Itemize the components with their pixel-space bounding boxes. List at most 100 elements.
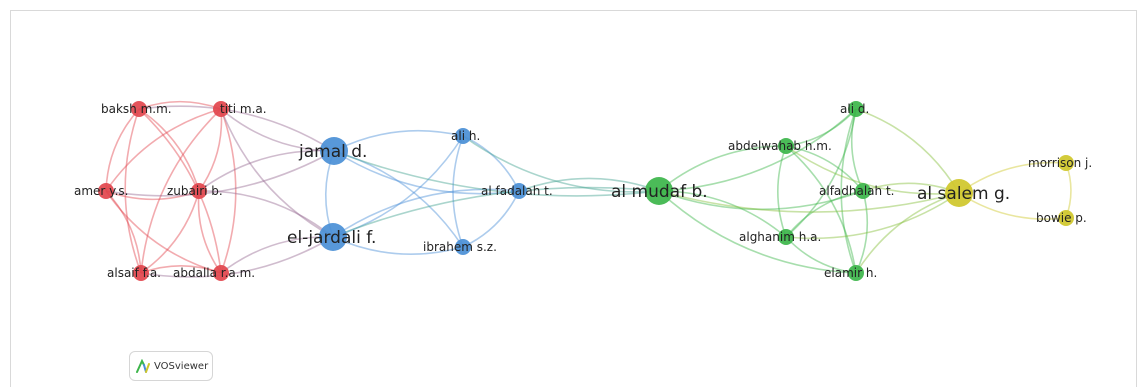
node-amer[interactable]	[98, 183, 114, 199]
link-alid-alghanim	[785, 108, 857, 238]
node-label-abdelwahab[interactable]: abdelwahab h.m.	[728, 139, 832, 153]
node-label-alid[interactable]: ali d.	[840, 102, 869, 116]
link-almudaf-elamir	[658, 190, 857, 274]
link-alsalem-almudaf	[658, 190, 960, 213]
link-jamal-ibrahem	[333, 150, 464, 248]
node-alsalem[interactable]	[945, 179, 973, 207]
link-amer-abdalla	[105, 190, 222, 274]
link-amer-alsaif	[105, 190, 142, 274]
coauthorship-network[interactable]: baksh m.m. titi m.a. amer y.s. zubairi b. al…	[11, 11, 1138, 388]
link-alfadalah-ibrahem	[462, 190, 520, 248]
node-label-alsaif[interactable]: alsaif f.a.	[107, 266, 161, 280]
node-titi[interactable]	[213, 101, 229, 117]
node-label-jamal[interactable]: jamal d.	[298, 142, 367, 162]
node-alih[interactable]	[455, 128, 471, 144]
node-alid[interactable]	[848, 101, 864, 117]
link-abdelwahab-alfadhalah	[785, 145, 864, 192]
link-alghanim-elamir	[785, 236, 857, 274]
node-ibrahem[interactable]	[455, 239, 471, 255]
link-jamal-amer	[105, 150, 335, 197]
link-alfadalah-almudaf	[518, 177, 660, 192]
node-label-alfadalah[interactable]: al fadalah t.	[481, 184, 553, 198]
link-amer-zubairi	[105, 190, 200, 201]
link-alsaif-abdalla	[140, 265, 222, 274]
node-alfadalah[interactable]	[511, 183, 527, 199]
link-jamal-zubairi	[198, 149, 335, 192]
link-morrison-bowie	[1065, 162, 1072, 219]
link-alfadhalah-elamir	[855, 190, 869, 274]
vosviewer-logo-icon	[136, 359, 150, 373]
link-eljardali-alfadalah	[332, 188, 520, 238]
link-alfadhalah-alghanim	[785, 190, 864, 238]
network-links	[105, 100, 1072, 278]
node-label-baksh[interactable]: baksh m.m.	[101, 102, 172, 116]
link-alid-elamir	[840, 108, 857, 274]
link-baksh-amer	[105, 108, 140, 192]
link-titi-zubairi	[198, 108, 223, 192]
link-alsalem-alid	[855, 108, 960, 194]
node-label-alsalem[interactable]: al salem g.	[917, 184, 1010, 204]
link-baksh-titi	[138, 100, 222, 110]
node-label-amer[interactable]: amer y.s.	[74, 184, 128, 198]
node-label-abdalla[interactable]: abdalla r.a.m.	[173, 266, 255, 280]
node-zubairi[interactable]	[191, 183, 207, 199]
link-eljardali-almudaf	[332, 186, 660, 238]
link-jamal-almudaf	[333, 150, 660, 197]
link-baksh-abdalla	[138, 108, 222, 274]
link-eljardali-titi	[220, 108, 334, 238]
link-alsalem-elamir	[855, 192, 960, 274]
node-alfadhalah[interactable]	[855, 183, 871, 199]
node-label-bowie[interactable]: bowie p.	[1036, 211, 1087, 225]
node-label-alfadhalah[interactable]: alfadhalah t.	[819, 184, 894, 198]
node-label-alghanim[interactable]: alghanim h.a.	[739, 230, 821, 244]
link-almudaf-alfadhalah	[658, 190, 864, 211]
node-alsaif[interactable]	[133, 265, 149, 281]
link-titi-amer	[105, 108, 222, 192]
link-abdelwahab-alghanim	[777, 145, 787, 238]
node-abdelwahab[interactable]	[778, 138, 794, 154]
node-jamal[interactable]	[320, 137, 348, 165]
network-labels: baksh m.m. titi m.a. amer y.s. zubairi b. al…	[74, 102, 1092, 280]
node-label-morrison[interactable]: morrison j.	[1028, 156, 1092, 170]
node-label-zubairi[interactable]: zubairi b.	[167, 184, 223, 198]
link-alid-alfadhalah	[850, 108, 864, 192]
link-alih-ibrahem	[452, 135, 464, 248]
node-elamir[interactable]	[848, 265, 864, 281]
node-label-titi[interactable]: titi m.a.	[220, 102, 267, 116]
link-almudaf-abdelwahab	[658, 145, 787, 192]
node-bowie[interactable]	[1058, 210, 1074, 226]
link-eljardali-alsaif	[140, 236, 334, 278]
link-titi-abdalla	[220, 108, 237, 274]
node-eljardali[interactable]	[319, 223, 347, 251]
link-almudaf-alghanim	[658, 190, 787, 238]
node-morrison[interactable]	[1058, 155, 1074, 171]
link-zubairi-alsaif	[140, 190, 200, 274]
link-almudaf-alid	[658, 108, 857, 192]
link-baksh-zubairi	[138, 108, 200, 192]
vosviewer-logo-badge[interactable]: VOSviewer	[129, 351, 213, 381]
node-alghanim[interactable]	[778, 229, 794, 245]
node-baksh[interactable]	[131, 101, 147, 117]
node-label-elamir[interactable]: elamir h.	[824, 266, 877, 280]
node-almudaf[interactable]	[645, 177, 673, 205]
node-label-ibrahem[interactable]: ibrahem s.z.	[423, 240, 497, 254]
network-visualization-panel[interactable]: baksh m.m. titi m.a. amer y.s. zubairi b. al…	[10, 10, 1137, 387]
link-alid-abdelwahab	[785, 108, 857, 147]
link-alsalem-alghanim	[785, 192, 960, 240]
network-nodes	[98, 101, 1074, 281]
link-eljardali-zubairi	[198, 190, 334, 238]
link-jamal-baksh	[138, 105, 335, 152]
link-eljardali-alih	[332, 135, 464, 238]
link-eljardali-ibrahem	[332, 236, 464, 256]
link-zubairi-abdalla	[197, 190, 222, 274]
node-label-alih[interactable]: ali h.	[451, 129, 480, 143]
node-label-eljardali[interactable]: el-jardali f.	[287, 228, 376, 248]
link-jamal-alfadalah	[333, 150, 520, 195]
link-jamal-alih	[333, 129, 464, 152]
link-alih-almudaf	[462, 135, 660, 193]
node-label-almudaf[interactable]: al mudaf b.	[611, 182, 708, 202]
node-abdalla[interactable]	[213, 265, 229, 281]
link-titi-alsaif	[140, 108, 222, 274]
link-baksh-alsaif	[124, 108, 142, 274]
link-abdelwahab-elamir	[785, 145, 857, 274]
